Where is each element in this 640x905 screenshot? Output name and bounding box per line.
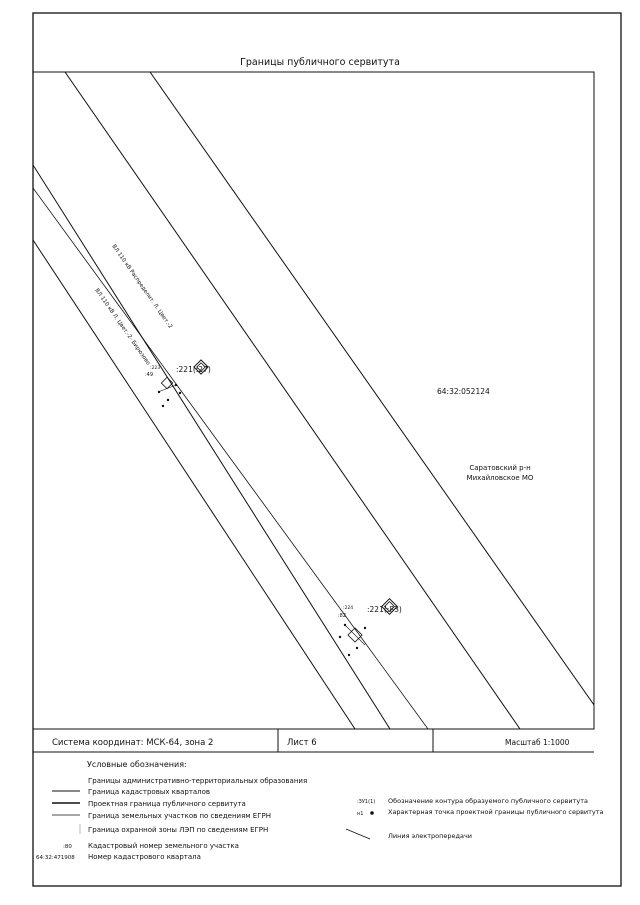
legend-heading: Условные обозначения: <box>87 760 187 769</box>
legend-right: :ЗУ1(1) Обозначение контура образуемого … <box>345 797 604 840</box>
servitude-feature-1: :221(:27) :223 :49 <box>145 359 211 408</box>
servitude-feature-2: :221(:83) :224 :82 <box>338 598 402 657</box>
legend-sym-parcel: :80 <box>63 844 72 850</box>
legend-item-7: Обозначение контура образуемого публично… <box>388 797 588 805</box>
legend-sym-contour: :ЗУ1(1) <box>357 799 375 805</box>
legend-left: Границы административно-территориальных … <box>36 777 307 861</box>
legend-item-3: Граница земельных участков по сведениям … <box>88 812 271 820</box>
sheet-title: Границы публичного сервитута <box>240 57 400 68</box>
legend-item-6: Номер кадастрового квартала <box>88 853 201 861</box>
power-line-1 <box>33 187 429 729</box>
district-label-2: Михайловское МО <box>467 474 534 482</box>
legend-item-1: Граница кадастровых кварталов <box>88 788 210 796</box>
cadastral-quarter-label: 64:32:052124 <box>437 387 490 396</box>
parcel-boundary <box>149 72 594 706</box>
map-frame <box>32 71 595 730</box>
parcel-label-2: :224 <box>343 605 353 611</box>
legend-item-0: Границы административно-территориальных … <box>88 777 307 785</box>
parcel-label-1b: :49 <box>145 372 153 378</box>
protection-zone-boundary-left <box>33 164 391 729</box>
legend-item-2: Проектная граница публичного сервитута <box>88 800 246 808</box>
legend-sym-quarter: 64:32:471908 <box>36 855 75 861</box>
legend-item-9: Линия электропередачи <box>388 832 472 840</box>
contour-label-1: :221(:27) <box>176 365 211 374</box>
protection-zone-boundary-left-2 <box>33 239 356 729</box>
contour-label-2: :221(:83) <box>367 605 402 614</box>
scale-label: Масштаб 1:1000 <box>505 738 570 747</box>
parcel-label-1: :223 <box>150 365 160 371</box>
protection-zone-boundary-right <box>64 72 521 729</box>
power-line-label-2: ВЛ 110 кВ Л. Цвет.-2- Бирюзово <box>93 288 151 367</box>
legend-item-8: Характерная точка проектной границы публ… <box>388 808 604 816</box>
sheet-number: Лист 6 <box>287 738 317 748</box>
parcel-label-2b: :82 <box>338 613 346 619</box>
legend-item-4: Граница охранной зоны ЛЭП по сведениям Е… <box>88 826 268 834</box>
district-label-1: Саратовский р-н <box>469 464 530 472</box>
legend-item-5: Кадастровый номер земельного участка <box>88 842 239 850</box>
map-content: ВЛ 110 кВ Распределит. Л. Цвет.-2 ВЛ 110… <box>33 72 594 729</box>
coord-system-label: Система координат: МСК-64, зона 2 <box>52 738 213 748</box>
legend-sym-point: н1 <box>357 811 363 817</box>
